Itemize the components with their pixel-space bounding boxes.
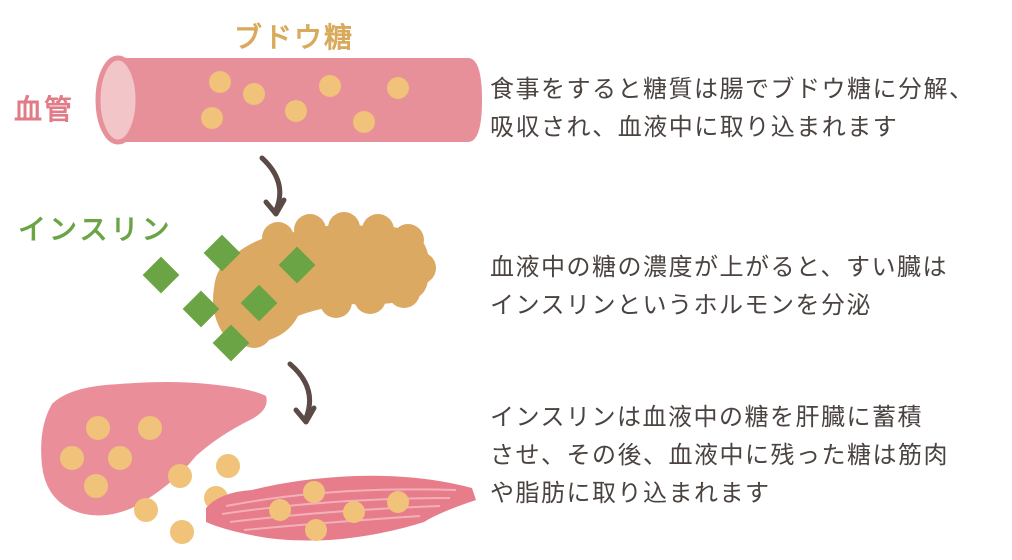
insulin-molecule — [212, 324, 250, 362]
step-1-line-2: 吸収され、血液中に取り込まれます — [490, 113, 899, 141]
liver-glucose-particles — [60, 416, 162, 498]
insulin-molecule — [182, 290, 220, 328]
insulin-molecule — [278, 246, 316, 284]
glucose-particle — [353, 111, 375, 133]
muscle-fibers — [221, 488, 457, 531]
step-1-description: 食事をすると糖質は腸でブドウ糖に分解、 吸収され、血液中に取り込まれます — [490, 70, 975, 146]
glucose-particle — [60, 446, 84, 470]
glucose-particle — [216, 454, 240, 478]
glucose-particle — [243, 83, 265, 105]
vessel-body — [118, 58, 482, 142]
glucose-particle — [387, 77, 409, 99]
glucose-particle — [84, 474, 108, 498]
glucose-particle — [305, 519, 327, 541]
glucose-particle — [387, 491, 409, 513]
free-glucose-particles — [134, 454, 240, 544]
glucose-particle — [138, 416, 162, 440]
glucose-particle — [343, 501, 365, 523]
glucose-particle — [134, 498, 158, 522]
glucose-particle — [168, 464, 192, 488]
glucose-particle — [319, 75, 341, 97]
glucose-label: ブドウ糖 — [234, 21, 355, 54]
step-2-description: 血液中の糖の濃度が上がると、すい臓は インスリンというホルモンを分泌 — [490, 248, 948, 324]
glucose-particle — [209, 71, 231, 93]
blood-vessel-label: 血管 — [14, 93, 75, 126]
insulin-molecules — [142, 234, 316, 362]
insulin-molecule — [240, 284, 278, 322]
step-2-line-2: インスリンというホルモンを分泌 — [490, 291, 873, 319]
flow-arrow-1 — [259, 155, 287, 217]
step-3-line-3: や脂肪に取り込まれます — [490, 479, 771, 507]
insulin-molecule — [203, 234, 241, 272]
glucose-particle — [86, 416, 110, 440]
glucose-particle — [269, 499, 291, 521]
pancreas — [213, 212, 436, 348]
step-2-line-1: 血液中の糖の濃度が上がると、すい臓は — [490, 253, 949, 281]
step-3-description: インスリンは血液中の糖を肝臓に蓄積 させ、その後、血液中に残った糖は筋肉 や脂肪… — [490, 398, 949, 512]
glucose-particle — [170, 520, 194, 544]
insulin-molecule — [142, 256, 180, 294]
flow-arrow-2 — [287, 361, 317, 425]
vessel-opening — [95, 55, 141, 145]
muscle-glucose-particles — [269, 481, 409, 541]
vessel-glucose-particles — [201, 71, 409, 133]
step-3-line-1: インスリンは血液中の糖を肝臓に蓄積 — [490, 403, 924, 431]
insulin-label: インスリン — [18, 213, 173, 246]
blood-vessel — [95, 55, 482, 145]
glucose-particle — [108, 446, 132, 470]
glucose-particle — [201, 107, 223, 129]
muscle — [206, 475, 476, 541]
liver — [41, 382, 267, 516]
step-3-line-2: させ、その後、血液中に残った糖は筋肉 — [490, 441, 949, 469]
step-1-line-1: 食事をすると糖質は腸でブドウ糖に分解、 — [490, 75, 975, 103]
glucose-particle — [285, 100, 307, 122]
glucose-particle — [303, 481, 325, 503]
